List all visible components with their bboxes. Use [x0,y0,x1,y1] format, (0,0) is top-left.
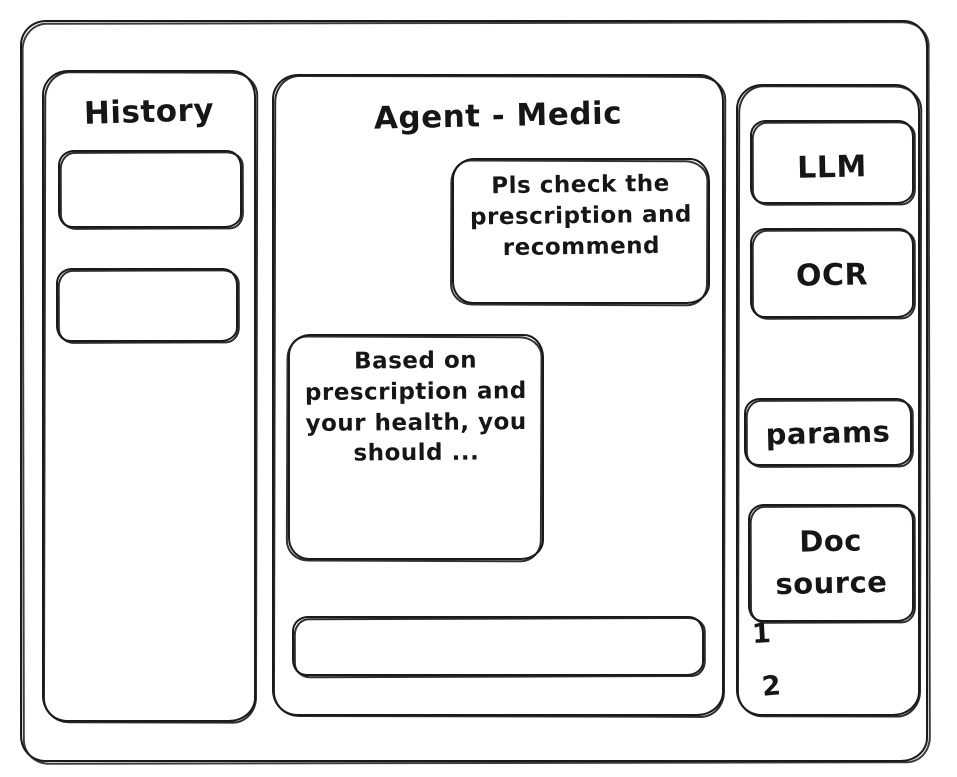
tool-params-label: params [765,414,891,452]
tool-llm-label: LLM [796,149,868,186]
doc-source-reference-1[interactable]: 1 [751,618,773,651]
history-item-2-stroke-1 [56,268,238,342]
composer-stroke-1 [292,616,704,676]
history-item-1-stroke-2 [59,151,244,230]
history-item-1-stroke-1 [58,150,242,228]
tool-ocr-label: OCR [795,257,869,294]
history-item-2-stroke-2 [57,269,240,344]
agent-message-text: Based on prescription and your health, y… [304,347,527,467]
doc-source-label: Doc source [775,523,888,602]
history-list-item-1[interactable] [58,150,244,230]
history-title: History [83,92,215,132]
message-input[interactable] [292,616,706,679]
doc-source-reference-2[interactable]: 2 [760,670,783,703]
user-message-text: Pls check the prescription and recommend [469,170,693,261]
history-list-item-2[interactable] [56,268,240,344]
composer-stroke-2 [293,616,706,679]
